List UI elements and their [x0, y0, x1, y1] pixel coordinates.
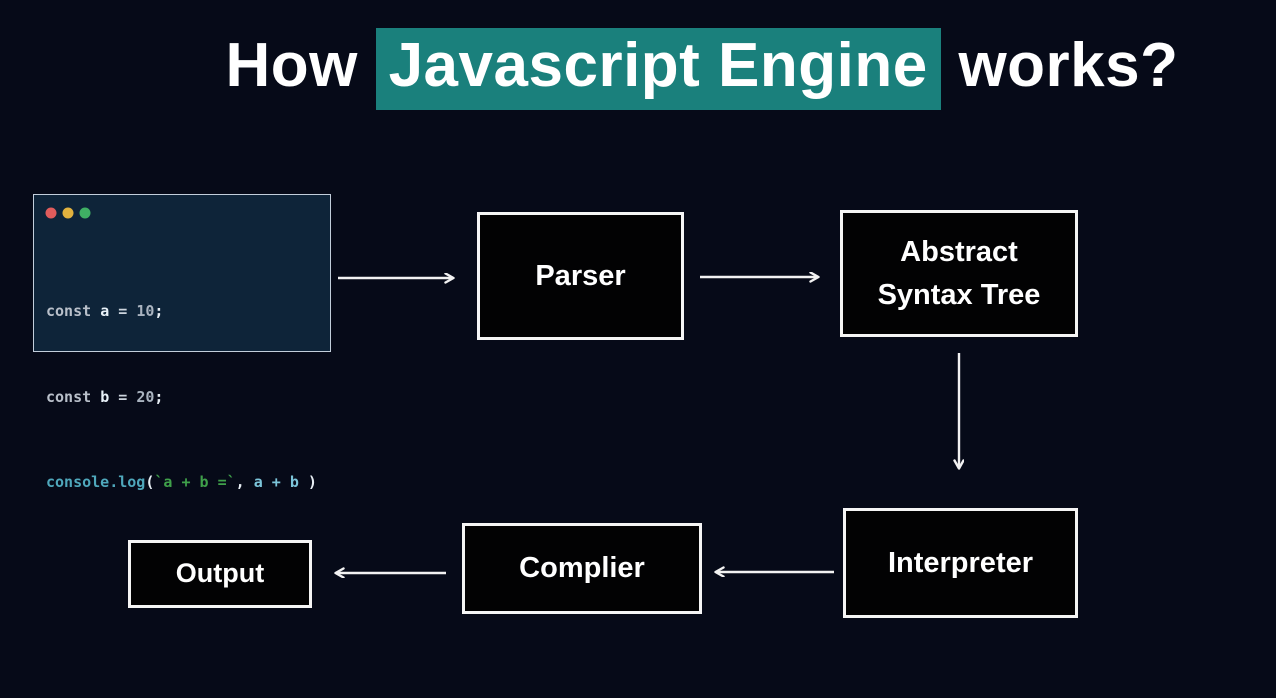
interpreter-box: Interpreter: [843, 508, 1078, 618]
variable: b: [100, 387, 119, 406]
window-maximize-icon: [79, 207, 91, 219]
title-post: works?: [940, 31, 1179, 100]
page-title: How Javascript Engine works?: [128, 28, 1276, 110]
ast-label-line1: Abstract: [900, 236, 1018, 269]
operator: =: [118, 302, 137, 320]
variable: a: [100, 302, 119, 320]
keyword: const: [46, 387, 101, 406]
number-literal: 10: [136, 302, 155, 320]
complier-label: Complier: [519, 552, 645, 585]
code-line-2: const b = 20;: [46, 383, 317, 412]
complier-box: Complier: [462, 523, 702, 614]
code-line-1: const a = 10;: [46, 297, 317, 326]
comma: ,: [235, 473, 254, 491]
keyword: const: [46, 302, 101, 320]
template-string: `a + b =`: [154, 473, 236, 491]
title-highlight: Javascript Engine: [375, 28, 941, 110]
semicolon: ;: [154, 387, 164, 406]
parser-label: Parser: [535, 259, 626, 292]
semicolon: ;: [154, 302, 164, 320]
code-editor-window: const a = 10; const b = 20; console.log(…: [33, 194, 331, 491]
close-paren: ): [298, 473, 317, 491]
title-pre: How: [225, 31, 376, 100]
code-line-3: console.log(`a + b =`, a + b ): [46, 468, 317, 497]
abstract-syntax-tree-box: Abstract Syntax Tree: [840, 210, 1078, 337]
output-label: Output: [175, 558, 265, 589]
parser-box: Parser: [477, 212, 684, 340]
window-minimize-icon: [62, 207, 74, 219]
code-block: const a = 10; const b = 20; console.log(…: [46, 240, 317, 554]
output-box: Output: [128, 540, 312, 608]
traffic-lights: [45, 207, 91, 219]
interpreter-label: Interpreter: [887, 546, 1034, 579]
window-close-icon: [45, 207, 57, 219]
ast-label-line2: Syntax Tree: [877, 278, 1041, 311]
number-literal: 20: [136, 387, 155, 406]
open-paren: (: [145, 473, 155, 491]
function-call: console.log: [46, 473, 146, 491]
operator: =: [118, 387, 137, 406]
expression: a + b: [253, 473, 299, 491]
